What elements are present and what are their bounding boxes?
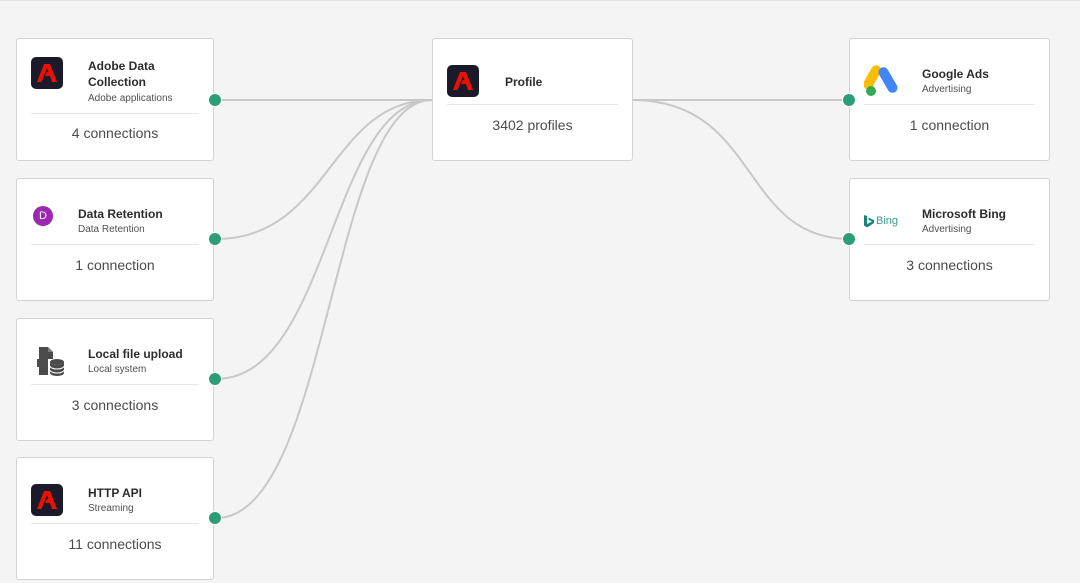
connection-count: 1 connection xyxy=(75,257,155,273)
destination-card-google-ads[interactable]: Google Ads Advertising 1 connection xyxy=(849,38,1050,161)
input-connector-dot[interactable] xyxy=(842,232,856,246)
card-divider xyxy=(864,104,1035,105)
link-local-file-upload xyxy=(215,99,433,380)
link-microsoft-bing xyxy=(631,99,851,240)
source-subtitle: Data Retention xyxy=(78,224,145,235)
connection-count: 3 connections xyxy=(906,257,993,273)
card-divider xyxy=(31,244,199,245)
card-divider xyxy=(31,113,199,114)
output-connector-dot[interactable] xyxy=(208,372,222,386)
source-subtitle: Adobe applications xyxy=(88,93,173,104)
source-card-local-file-upload[interactable]: Local file upload Local system 3 connect… xyxy=(16,318,214,441)
bing-icon: Bing xyxy=(864,213,904,229)
profile-title: Profile xyxy=(505,75,543,89)
adobe-icon xyxy=(31,484,63,516)
source-title: HTTP API xyxy=(88,486,143,500)
destination-subtitle: Advertising xyxy=(922,224,972,235)
source-title: Local file upload xyxy=(88,347,183,361)
file-upload-icon xyxy=(35,345,65,377)
source-subtitle: Local system xyxy=(88,364,147,375)
source-title: Data Retention xyxy=(78,207,163,221)
input-connector-dot[interactable] xyxy=(842,93,856,107)
profile-card[interactable]: Profile 3402 profiles xyxy=(432,38,633,161)
destination-title: Google Ads xyxy=(922,67,989,81)
top-border xyxy=(0,0,1080,1)
connection-count: 11 connections xyxy=(68,536,162,552)
google-ads-icon xyxy=(863,63,898,97)
source-card-data-retention[interactable]: D Data Retention Data Retention 1 connec… xyxy=(16,178,214,301)
source-subtitle: Streaming xyxy=(88,503,134,514)
source-card-http-api[interactable]: HTTP API Streaming 11 connections xyxy=(16,457,214,580)
adobe-icon xyxy=(31,57,63,89)
avatar: D xyxy=(33,206,53,226)
card-divider xyxy=(864,244,1035,245)
output-connector-dot[interactable] xyxy=(208,511,222,525)
card-divider xyxy=(31,384,199,385)
card-divider xyxy=(31,523,199,524)
link-data-retention xyxy=(215,99,433,240)
connection-count: 1 connection xyxy=(909,117,990,133)
link-http-api xyxy=(215,99,433,519)
card-divider xyxy=(447,104,618,105)
destination-card-microsoft-bing[interactable]: Bing Microsoft Bing Advertising 3 connec… xyxy=(849,178,1050,301)
output-connector-dot[interactable] xyxy=(208,93,222,107)
connection-count: 3 connections xyxy=(71,397,159,413)
destination-title: Microsoft Bing xyxy=(922,207,1006,221)
output-connector-dot[interactable] xyxy=(208,232,222,246)
profile-count: 3402 profiles xyxy=(492,117,573,133)
destination-subtitle: Advertising xyxy=(922,84,972,95)
adobe-icon xyxy=(447,65,479,97)
connection-count: 4 connections xyxy=(71,125,159,141)
